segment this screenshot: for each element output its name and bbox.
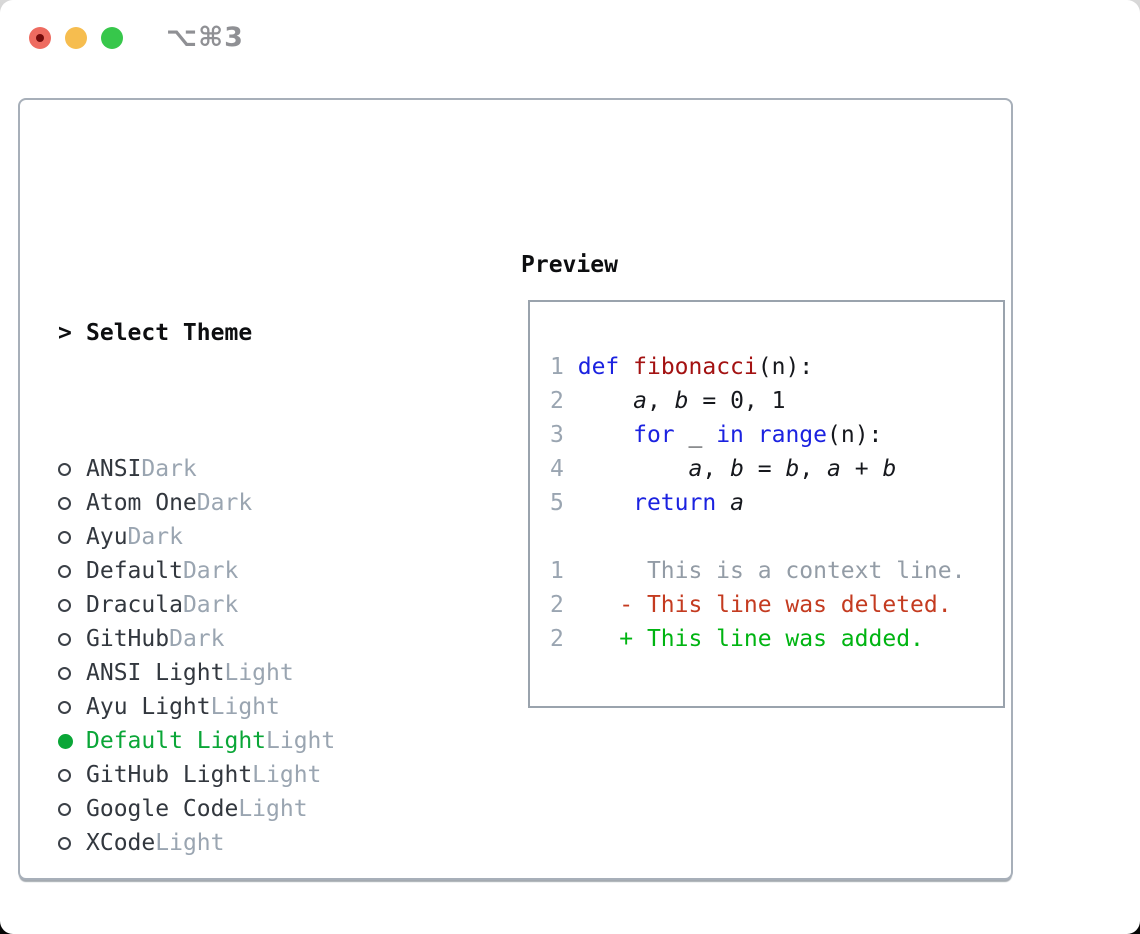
theme-option-default[interactable]: Default Dark xyxy=(58,554,446,588)
theme-variant: Dark xyxy=(182,558,239,584)
theme-option-github-light[interactable]: GitHub Light Light xyxy=(58,758,446,792)
select-theme-title: Select Theme xyxy=(86,320,253,346)
close-button[interactable] xyxy=(29,27,51,49)
theme-name: Default xyxy=(86,558,183,584)
theme-option-github[interactable]: GitHub Dark xyxy=(58,622,446,656)
theme-option-ansi[interactable]: ANSI Dark xyxy=(58,452,446,486)
theme-option-ayu[interactable]: Ayu Dark xyxy=(58,520,446,554)
diff-line-deleted: 2 - This line was deleted. xyxy=(550,592,952,618)
theme-variant: Light xyxy=(155,830,225,856)
theme-variant: Light xyxy=(266,728,336,754)
theme-option-ayu-light[interactable]: Ayu Light Light xyxy=(58,690,446,724)
radio-icon xyxy=(58,666,71,680)
line-number: 2 xyxy=(550,626,564,652)
close-dot-icon xyxy=(36,34,44,42)
theme-variant: Dark xyxy=(127,524,183,550)
theme-name: Atom One xyxy=(86,490,197,516)
code-line: 1 def fibonacci(n): xyxy=(550,354,814,380)
line-number: 5 xyxy=(550,490,564,516)
line-number: 3 xyxy=(550,422,564,448)
theme-name: ANSI xyxy=(86,456,142,482)
theme-variant: Light xyxy=(238,796,308,822)
radio-icon xyxy=(58,598,71,612)
radio-icon xyxy=(58,768,71,782)
theme-option-ansi-light[interactable]: ANSI Light Light xyxy=(58,656,446,690)
radio-icon xyxy=(58,564,71,578)
preview-title: Preview xyxy=(521,252,618,278)
theme-name: GitHub Light xyxy=(86,762,253,788)
line-number: 1 xyxy=(550,354,564,380)
theme-name: Ayu Light xyxy=(86,694,211,720)
code-block: 1 def fibonacci(n): 2 a, b = 0, 1 3 for _ … xyxy=(550,350,1003,520)
diff-block: 1 This is a context line. 2 - This line w… xyxy=(550,554,1003,656)
theme-name: Ayu xyxy=(86,524,128,550)
minimize-button[interactable] xyxy=(65,27,87,49)
line-number: 2 xyxy=(550,592,564,618)
theme-variant: Dark xyxy=(196,490,253,516)
theme-name: Google Code xyxy=(86,796,239,822)
code-line: 4 a, b = b, a + b xyxy=(550,456,897,482)
theme-name: GitHub xyxy=(86,626,170,652)
diff-line-context: 1 This is a context line. xyxy=(550,558,966,584)
theme-option-atom-one[interactable]: Atom One Dark xyxy=(58,486,446,520)
theme-name: ANSI Light xyxy=(86,660,225,686)
radio-icon xyxy=(58,632,71,646)
radio-icon xyxy=(58,700,71,714)
line-number: 2 xyxy=(550,388,564,414)
theme-variant: Dark xyxy=(169,626,225,652)
line-number: 1 xyxy=(550,558,564,584)
radio-icon xyxy=(58,462,71,476)
radio-selected-icon xyxy=(58,733,73,749)
window-shortcut-label: ⌥⌘3 xyxy=(166,22,244,53)
spacer xyxy=(550,520,1003,554)
diff-line-added: 2 + This line was added. xyxy=(550,626,924,652)
theme-variant: Light xyxy=(210,694,280,720)
code-line: 3 for _ in range(n): xyxy=(550,422,883,448)
theme-variant: Light xyxy=(224,660,294,686)
theme-name: XCode xyxy=(86,830,156,856)
radio-icon xyxy=(58,802,71,816)
radio-icon xyxy=(58,836,71,850)
theme-option-dracula[interactable]: Dracula Dark xyxy=(58,588,446,622)
theme-name: Dracula xyxy=(86,592,183,618)
radio-icon xyxy=(58,530,71,544)
line-number: 4 xyxy=(550,456,564,482)
theme-variant: Light xyxy=(252,762,322,788)
code-line: 2 a, b = 0, 1 xyxy=(550,388,786,414)
code-line: 5 return a xyxy=(550,490,744,516)
select-theme-header: > Select Theme xyxy=(58,316,446,350)
zoom-button[interactable] xyxy=(101,27,123,49)
theme-option-xcode[interactable]: XCode Light xyxy=(58,826,446,860)
theme-option-google-code[interactable]: Google Code Light xyxy=(58,792,446,826)
theme-option-default-light[interactable]: Default Light Light xyxy=(58,724,446,758)
radio-icon xyxy=(58,496,71,510)
theme-variant: Dark xyxy=(141,456,197,482)
prompt-icon: > xyxy=(58,320,72,346)
theme-variant: Dark xyxy=(182,592,239,618)
theme-name: Default Light xyxy=(86,728,267,754)
preview-box: 1 def fibonacci(n): 2 a, b = 0, 1 3 for _ … xyxy=(528,300,1005,708)
